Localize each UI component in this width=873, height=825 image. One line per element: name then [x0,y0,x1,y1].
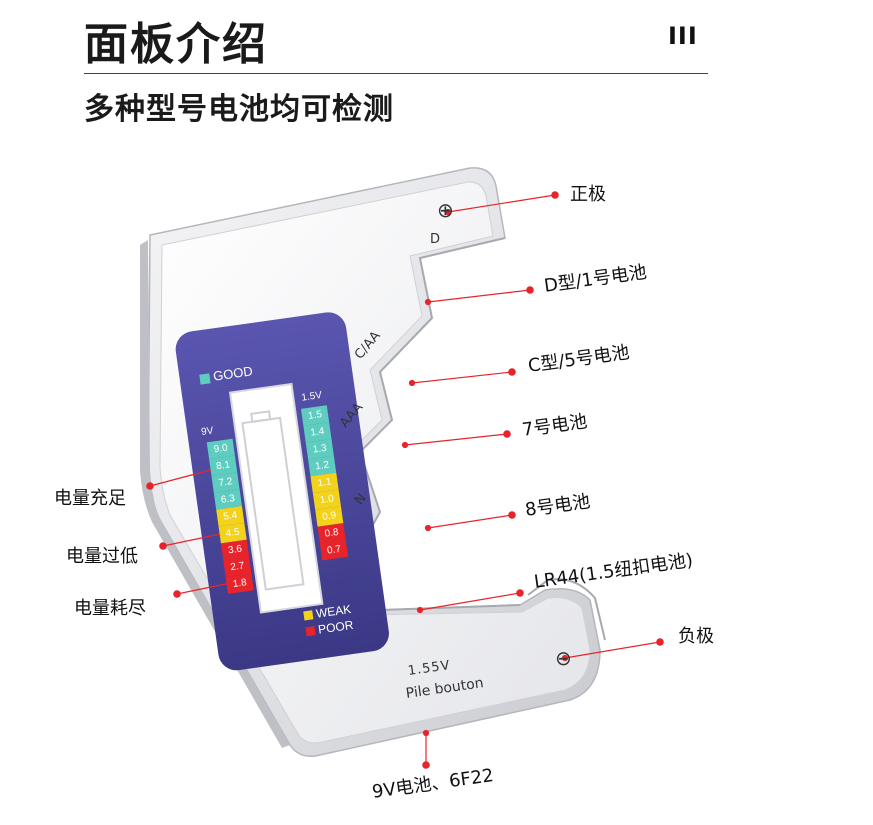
legend-good: GOOD [199,363,254,385]
callout-empty: 电量耗尽 [74,598,146,619]
scale-cell: 0.7 [319,539,349,561]
callout-lines [146,191,664,769]
callout-negative: 负极 [678,626,714,647]
page-title: 面板介绍 [84,19,268,70]
title-divider [84,73,708,74]
weak-swatch [303,610,314,621]
scale-cell: 1.8 [225,573,254,594]
callout-full: 电量充足 [54,488,126,509]
col9v-header: 9V [200,425,215,438]
poor-label: POOR [317,617,355,637]
label-d: D [430,232,441,247]
good-label: GOOD [212,363,254,384]
callout-low: 电量过低 [66,546,138,567]
good-swatch [199,372,211,385]
plus-symbol: ⊕ [437,198,454,222]
col15-header: 1.5V [300,389,323,404]
page-subtitle: 多种型号电池均可检测 [84,92,394,127]
minus-symbol: ⊖ [555,646,572,670]
poor-swatch [305,626,316,637]
title-mark: III [668,22,698,50]
callout-positive: 正极 [570,184,606,205]
